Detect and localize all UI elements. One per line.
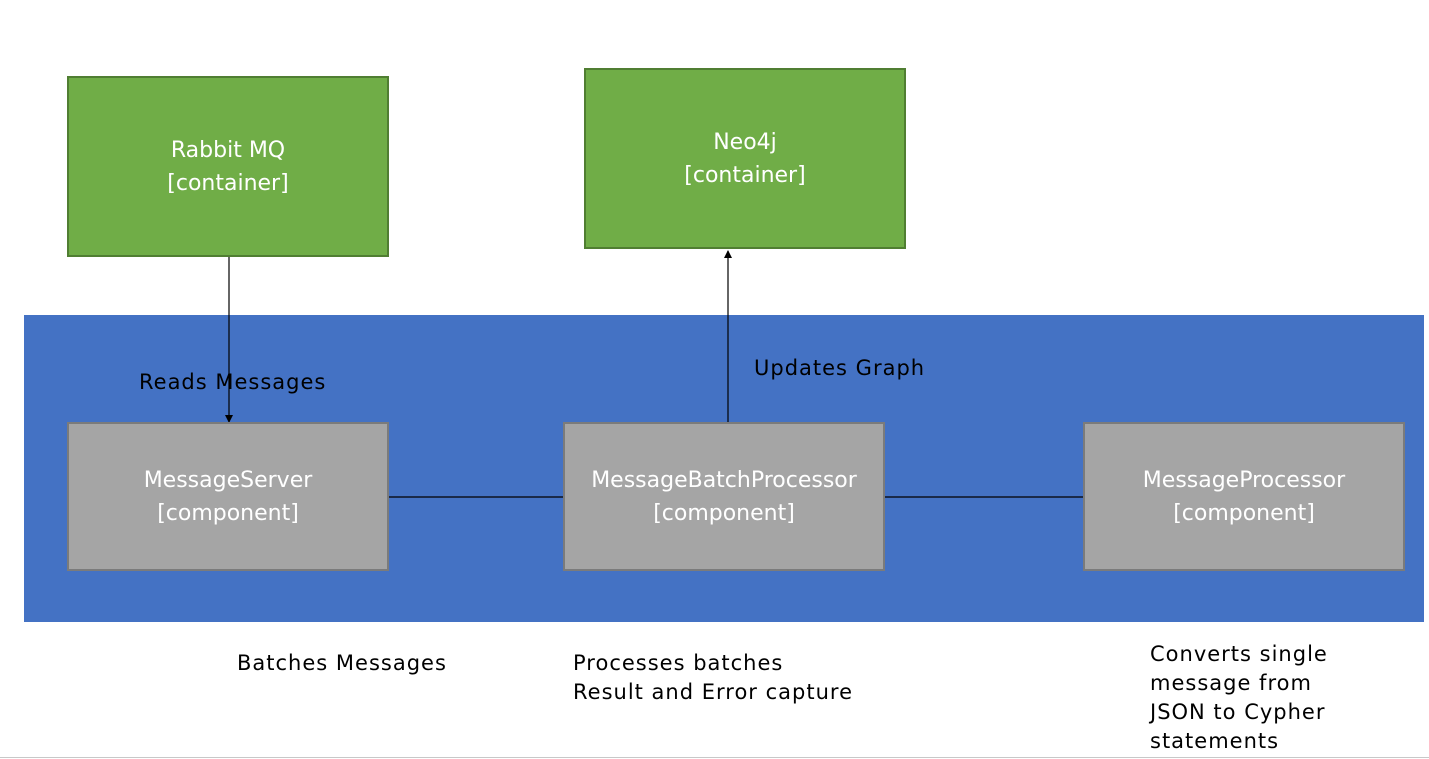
batch-note-line: Result and Error capture — [573, 680, 853, 704]
message-batch-processor-name: MessageBatchProcessor — [591, 467, 857, 493]
neo4j-container[interactable]: Neo4j [container] — [584, 68, 906, 249]
processor-note-line: message from — [1150, 671, 1312, 695]
message-batch-processor-component[interactable]: MessageBatchProcessor [component] — [563, 422, 885, 571]
reads-messages-label: Reads Messages — [139, 370, 327, 394]
neo4j-name: Neo4j — [713, 129, 777, 155]
rabbit-mq-type: [container] — [167, 170, 289, 196]
message-server-type: [component] — [157, 500, 299, 526]
updates-graph-label: Updates Graph — [754, 356, 926, 380]
neo4j-type: [container] — [684, 162, 806, 188]
message-processor-type: [component] — [1173, 500, 1315, 526]
processor-note-line: JSON to Cypher — [1150, 700, 1326, 724]
message-processor-component[interactable]: MessageProcessor [component] — [1083, 422, 1405, 571]
processor-note: Converts single message from JSON to Cyp… — [1150, 640, 1328, 756]
rabbit-mq-name: Rabbit MQ — [170, 137, 286, 163]
server-note-line: Batches Messages — [237, 651, 447, 675]
message-processor-name: MessageProcessor — [1142, 467, 1346, 493]
processor-note-line: statements — [1150, 729, 1280, 753]
bottom-rule — [0, 757, 1429, 758]
message-server-name: MessageServer — [143, 467, 313, 493]
processor-note-line: Converts single — [1150, 642, 1328, 666]
message-batch-processor-type: [component] — [653, 500, 795, 526]
batch-note: Processes batches Result and Error captu… — [573, 649, 853, 707]
message-server-component[interactable]: MessageServer [component] — [67, 422, 389, 571]
server-note: Batches Messages — [237, 649, 447, 678]
batch-note-line: Processes batches — [573, 651, 784, 675]
rabbit-mq-container[interactable]: Rabbit MQ [container] — [67, 76, 389, 257]
